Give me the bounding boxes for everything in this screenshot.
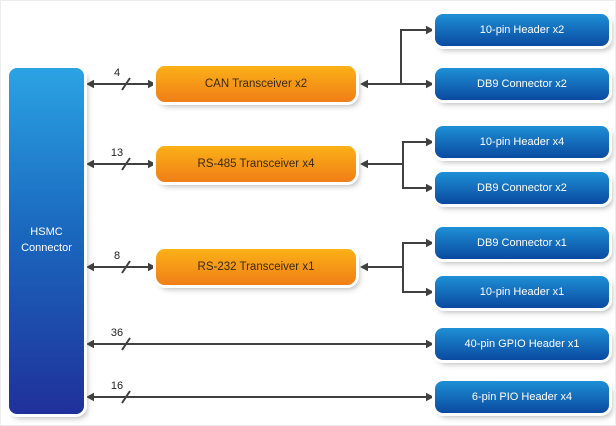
bus-slash bbox=[121, 77, 131, 91]
connector-block-db9-x1: DB9 Connector x1 bbox=[435, 227, 609, 259]
bus-slash bbox=[121, 390, 131, 404]
connector-block-10pin-header-x2: 10-pin Header x2 bbox=[435, 14, 609, 46]
transceiver-block-rs232: RS-232 Transceiver x1 bbox=[156, 249, 356, 285]
bus-width-label-rs485: 13 bbox=[110, 147, 124, 159]
bus-slash bbox=[121, 337, 131, 351]
connector-block-6pin-pio-header: 6-pin PIO Header x4 bbox=[435, 381, 609, 413]
bus-width-label-rs232: 8 bbox=[113, 250, 121, 262]
bus-width-label-can: 4 bbox=[113, 67, 121, 79]
bus-arrow-gpio bbox=[86, 337, 434, 351]
connector-block-40pin-gpio-header: 40-pin GPIO Header x1 bbox=[435, 328, 609, 360]
transceiver-block-can: CAN Transceiver x2 bbox=[156, 66, 356, 102]
bus-width-label-pio: 16 bbox=[110, 380, 124, 392]
bus-slash bbox=[121, 157, 131, 171]
bus-slash bbox=[121, 260, 131, 274]
connector-block-10pin-header-x1: 10-pin Header x1 bbox=[435, 276, 609, 308]
hsmc-connector-block: HSMC Connector bbox=[9, 68, 84, 414]
bus-arrow-pio bbox=[86, 390, 434, 404]
transceiver-block-rs485: RS-485 Transceiver x4 bbox=[156, 146, 356, 182]
connector-block-10pin-header-x4: 10-pin Header x4 bbox=[435, 126, 609, 158]
connector-block-db9-x2-can: DB9 Connector x2 bbox=[435, 68, 609, 100]
bus-width-label-gpio: 36 bbox=[110, 327, 124, 339]
connector-block-db9-x2-rs485: DB9 Connector x2 bbox=[435, 172, 609, 204]
